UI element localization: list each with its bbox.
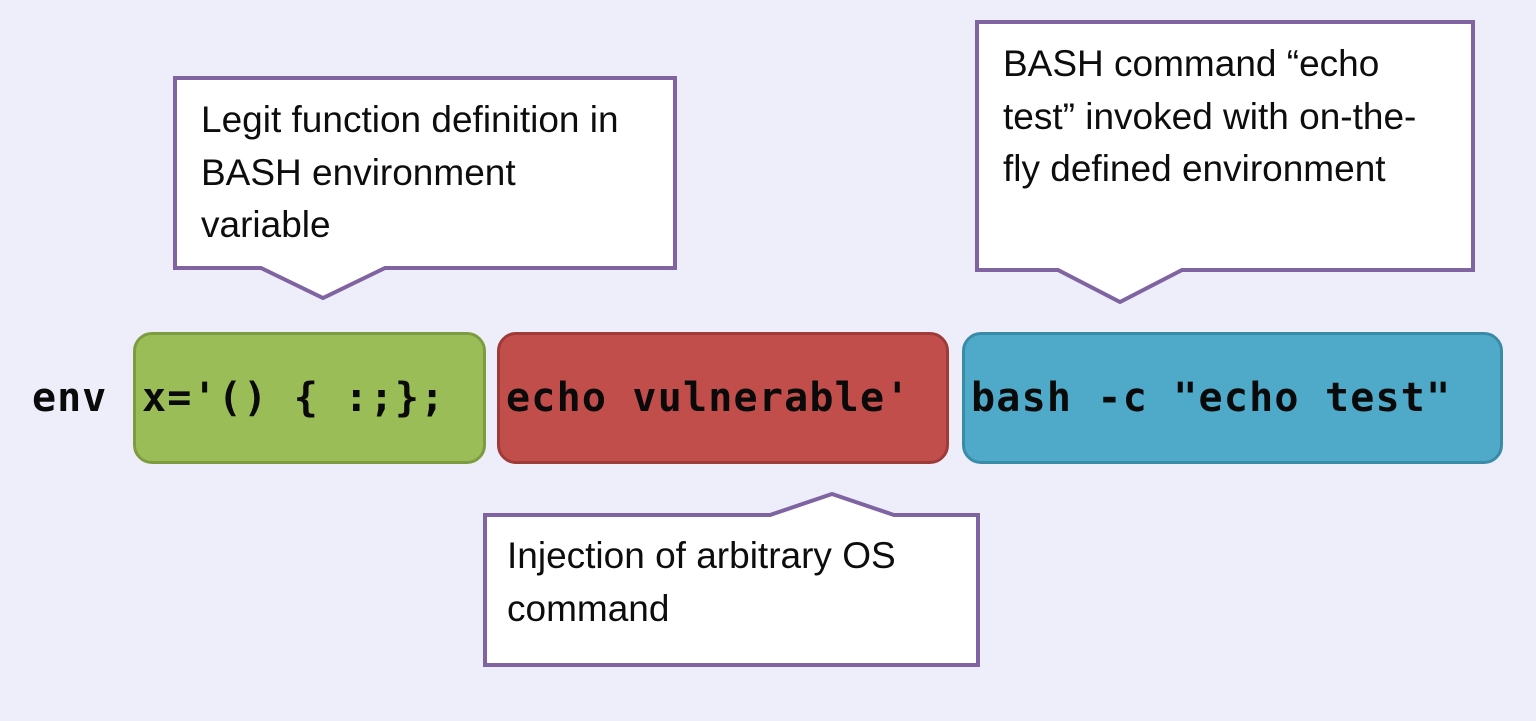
command-segment-injected-command[interactable]: echo vulnerable' bbox=[497, 332, 949, 464]
callout-injection-bubble-path bbox=[483, 491, 980, 667]
callout-bash-shape bbox=[975, 20, 1475, 305]
callout-injection-text: Injection of arbitrary OS command bbox=[507, 535, 896, 629]
callout-bash-text: BASH command “echo test” invoked with on… bbox=[1003, 43, 1417, 190]
callout-bash-invocation: BASH command “echo test” invoked with on… bbox=[975, 20, 1475, 305]
command-segment-env-assignment[interactable]: x='() { :;}; bbox=[133, 332, 486, 464]
shellshock-command-line: env x='() { :;}; echo vulnerable' bash -… bbox=[0, 332, 1536, 464]
command-segment-bash-invocation[interactable]: bash -c "echo test" bbox=[962, 332, 1503, 464]
callout-bash-bubble-path bbox=[975, 20, 1475, 305]
callout-legit-text: Legit function definition in BASH enviro… bbox=[201, 99, 619, 246]
command-segment-bash-invocation-text: bash -c "echo test" bbox=[971, 375, 1452, 421]
callout-injection: Injection of arbitrary OS command bbox=[483, 491, 980, 667]
callout-legit-function-definition: Legit function definition in BASH enviro… bbox=[173, 76, 677, 301]
callout-injection-shape bbox=[483, 491, 980, 667]
command-segment-env-assignment-text: x='() { :;}; bbox=[142, 375, 446, 421]
callout-legit-shape bbox=[173, 76, 677, 301]
command-segment-injected-command-text: echo vulnerable' bbox=[506, 375, 911, 421]
command-prefix-env: env bbox=[32, 375, 108, 421]
callout-legit-bubble-path bbox=[173, 76, 677, 301]
